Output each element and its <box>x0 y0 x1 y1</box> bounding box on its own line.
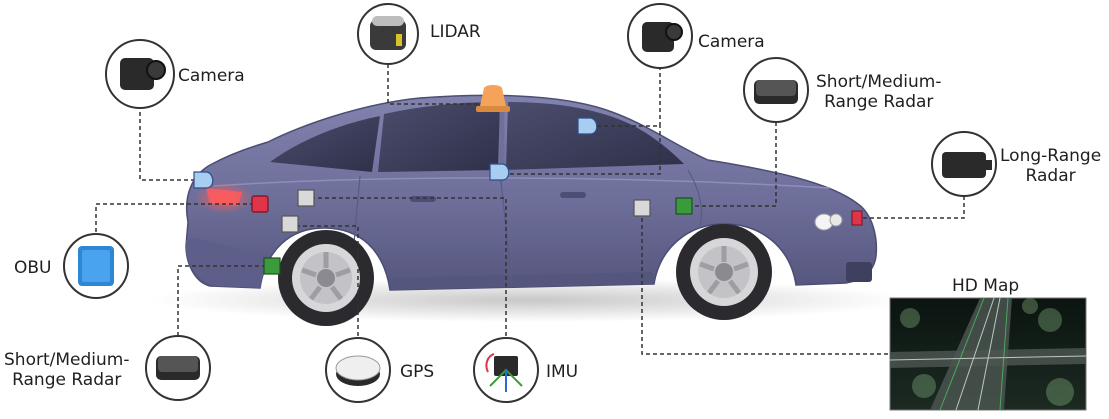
rear-bumper <box>185 238 270 288</box>
marker-camera-rear <box>193 171 214 189</box>
short-radar-left-line-1: Short/Medium- <box>4 350 130 370</box>
line-short-radar-left <box>177 265 264 336</box>
marker-unit-1 <box>297 189 315 207</box>
sensor-markers <box>193 117 863 275</box>
obu-label: OBU <box>14 258 52 278</box>
car-sill <box>390 272 654 290</box>
long-radar-line-1: Long-Range <box>1000 146 1102 166</box>
marker-radar-left <box>263 257 281 275</box>
marker-radar-right <box>675 197 693 215</box>
imu-label: IMU <box>546 362 579 382</box>
lidar-icon <box>357 3 419 65</box>
line-hdmap <box>641 218 890 355</box>
gps-icon <box>325 337 391 403</box>
sensor-icons <box>63 3 997 403</box>
line-gps <box>296 225 359 336</box>
connector-lines <box>95 64 965 355</box>
long-radar-line-2: Radar <box>1025 166 1076 186</box>
short-radar-left-line-2: Range Radar <box>12 370 122 390</box>
hd-map-image <box>889 297 1087 411</box>
camera-right-label: Camera <box>698 32 765 52</box>
camera-left-icon <box>105 39 175 109</box>
short-radar-left-label: Short/Medium- Range Radar <box>4 350 129 390</box>
marker-unit-2 <box>281 215 299 233</box>
camera-right-icon <box>627 3 693 69</box>
hd-map-label: HD Map <box>952 276 1020 296</box>
rear-wheel <box>278 230 374 326</box>
camera-left-label: Camera <box>178 66 245 86</box>
marker-camera-roof <box>577 117 598 135</box>
short-radar-right-line-1: Short/Medium- <box>816 72 942 92</box>
line-imu-camera <box>510 126 661 175</box>
radar-right-icon <box>743 57 809 123</box>
long-radar-label: Long-Range Radar <box>1000 146 1101 186</box>
gps-label: GPS <box>400 362 435 382</box>
rear-window <box>270 116 380 172</box>
car <box>185 85 878 326</box>
marker-radar-front <box>851 210 863 226</box>
side-window-front <box>506 102 684 170</box>
marker-unit-3 <box>633 199 651 217</box>
marker-radar-rear <box>251 195 269 213</box>
long-radar-icon <box>931 131 997 197</box>
marker-camera-front <box>489 163 510 181</box>
roof-beacon <box>476 85 510 112</box>
short-radar-right-line-2: Range Radar <box>824 92 934 112</box>
front-grille <box>846 262 872 282</box>
line-camera-left <box>139 112 198 181</box>
front-wheel <box>676 224 772 320</box>
radar-left-icon <box>145 335 211 401</box>
line-long-radar <box>862 196 965 219</box>
lidar-label: LIDAR <box>430 22 481 42</box>
side-window-rear <box>378 102 500 172</box>
line-lidar <box>387 64 480 105</box>
short-radar-right-label: Short/Medium- Range Radar <box>816 72 941 112</box>
line-obu <box>95 203 252 232</box>
line-short-radar-right <box>690 122 777 207</box>
line-imu <box>314 197 507 336</box>
obu-icon <box>63 233 129 299</box>
imu-icon <box>473 337 539 403</box>
